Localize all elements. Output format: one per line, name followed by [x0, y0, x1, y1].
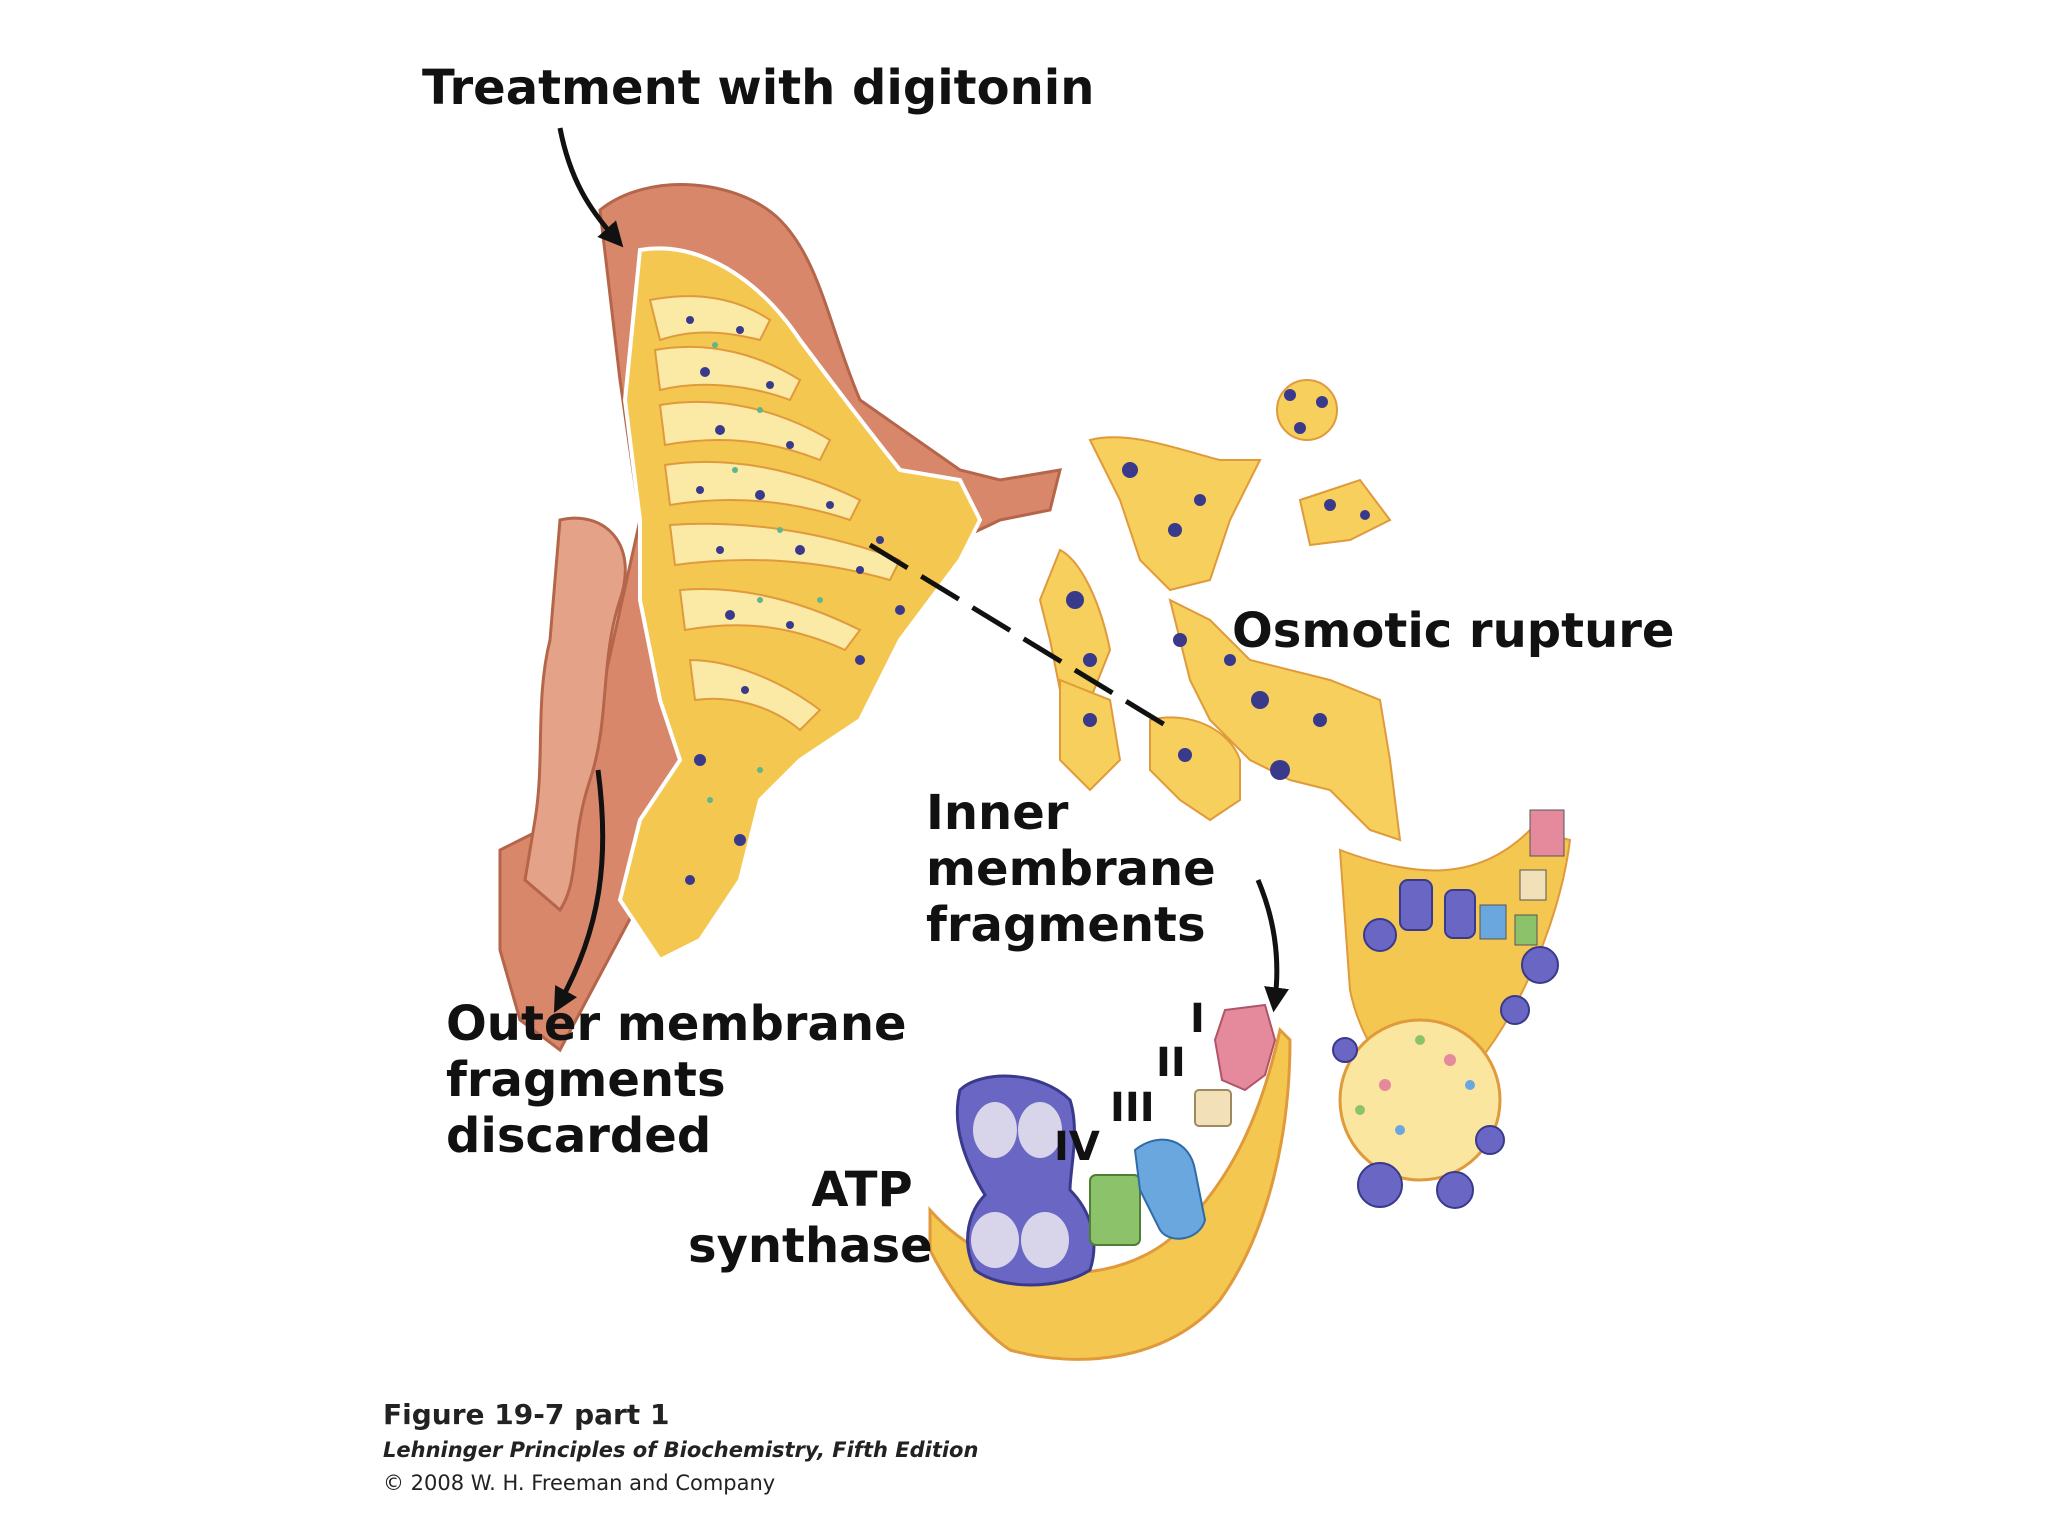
label-complex-iii: III — [1110, 1085, 1155, 1131]
label-inner-line-2: membrane — [926, 841, 1216, 898]
figure-copyright: © 2008 W. H. Freeman and Company — [383, 1471, 776, 1495]
membrane-fragment-with-complexes — [928, 1003, 1292, 1361]
atp-synthase-complex — [955, 1074, 1096, 1287]
figure-number: Figure 19-7 part 1 — [383, 1398, 670, 1431]
vesicle-and-membrane-sheet — [1332, 809, 1572, 1209]
arrow-inner-fragments — [1255, 879, 1289, 1013]
complex-iii — [1133, 1138, 1207, 1240]
arrow-outer-discarded — [553, 769, 606, 1013]
label-treatment-with-digitonin: Treatment with digitonin — [422, 60, 1095, 116]
label-atp-line-1: ATP — [811, 1162, 913, 1218]
label-complex-i: I — [1190, 996, 1205, 1042]
arrow-treatment — [557, 127, 624, 248]
label-complex-ii: II — [1156, 1040, 1186, 1086]
outer-membrane-fragment — [523, 516, 627, 913]
complex-iv — [1089, 1174, 1141, 1246]
label-atp-line-2: synthase — [688, 1218, 933, 1275]
inner-membrane-cristae — [617, 246, 983, 963]
label-inner-line-1: Inner — [926, 785, 1069, 841]
label-outer-line-2: fragments — [446, 1052, 726, 1109]
complex-ii — [1194, 1089, 1232, 1127]
complex-i — [1213, 1003, 1277, 1092]
label-outer-membrane-fragments-discarded: Outer membrane fragments discarded — [446, 996, 907, 1164]
label-outer-line-1: Outer membrane — [446, 996, 907, 1052]
label-complex-iv: IV — [1054, 1124, 1100, 1170]
inner-membrane-fragments — [1038, 379, 1402, 842]
label-outer-line-3: discarded — [446, 1108, 712, 1165]
label-inner-line-3: fragments — [926, 897, 1206, 954]
figure-source: Lehninger Principles of Biochemistry, Fi… — [383, 1438, 979, 1462]
label-inner-membrane-fragments: Inner membrane fragments — [926, 785, 1216, 953]
arrows — [553, 127, 1289, 1013]
label-atp-synthase: ATP synthase — [688, 1162, 933, 1274]
label-osmotic-rupture: Osmotic rupture — [1232, 603, 1675, 659]
